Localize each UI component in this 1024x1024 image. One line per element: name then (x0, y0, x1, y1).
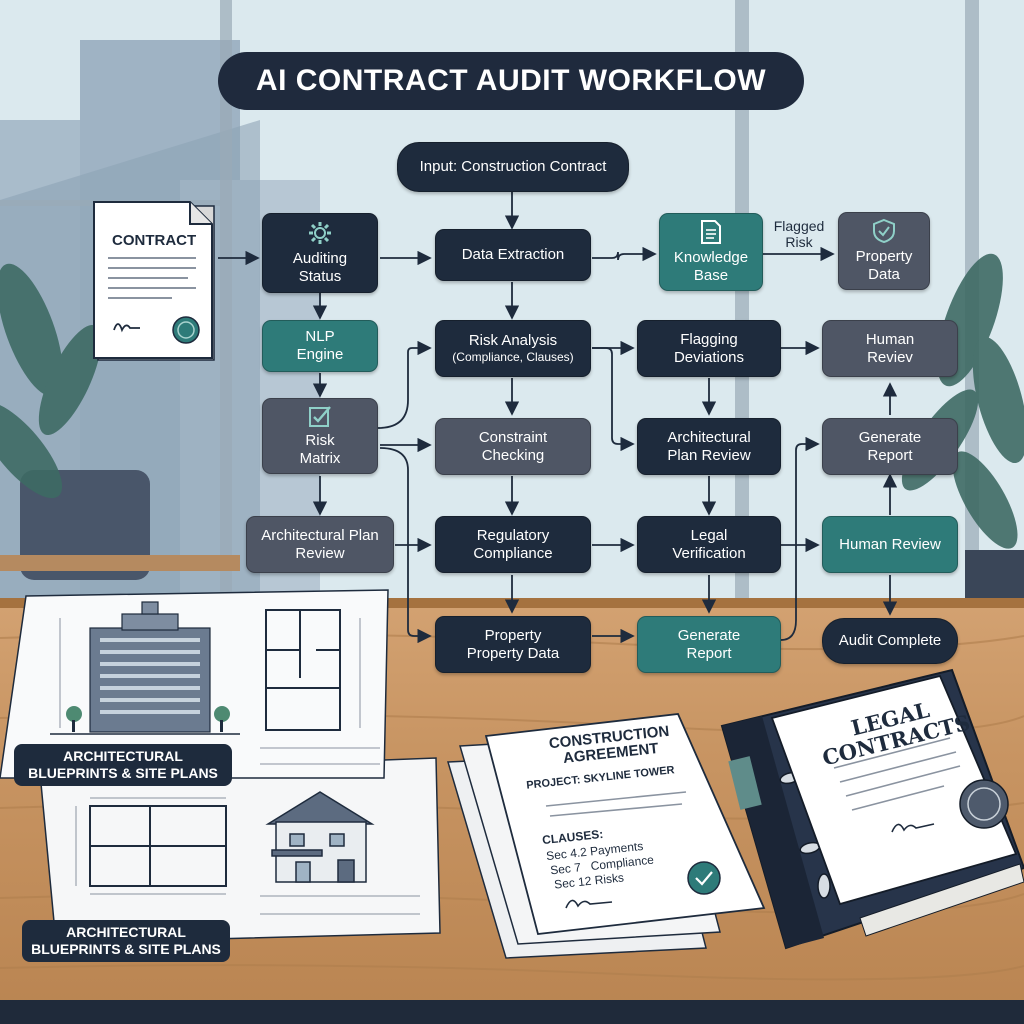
node-flagging-deviations[interactable]: Flagging Deviations (637, 320, 781, 377)
node-flagging-deviations-label: Flagging Deviations (654, 331, 764, 367)
node-legal-verification[interactable]: Legal Verification (637, 516, 781, 573)
node-risk-analysis[interactable]: Risk Analysis (Compliance, Clauses) (435, 320, 591, 377)
node-nlp-engine[interactable]: NLP Engine (262, 320, 378, 372)
node-knowledge-base-label: Knowledge Base (669, 249, 753, 285)
node-risk-matrix[interactable]: Risk Matrix (262, 398, 378, 474)
checkbox-icon (308, 404, 332, 428)
node-audit-complete[interactable]: Audit Complete (822, 618, 958, 664)
node-arch-plan-review-left[interactable]: Architectural Plan Review (246, 516, 394, 573)
node-input-contract-label: Input: Construction Contract (420, 158, 607, 176)
node-input-contract[interactable]: Input: Construction Contract (397, 142, 629, 192)
edge-risk-arch (592, 348, 633, 444)
node-auditing-status-label: Auditing Status (275, 250, 365, 286)
contract-document-illustration (92, 200, 218, 364)
node-legal-verification-label: Legal Verification (659, 527, 759, 563)
node-risk-analysis-label: Risk Analysis (469, 332, 557, 350)
node-regulatory-compliance[interactable]: Regulatory Compliance (435, 516, 591, 573)
node-constraint-checking-label: Constraint Checking (458, 429, 568, 465)
node-auditing-status[interactable]: Auditing Status (262, 213, 378, 293)
document-icon (700, 219, 722, 245)
node-knowledge-base[interactable]: Knowledge Base (659, 213, 763, 291)
node-human-review-top[interactable]: Human Reviev (822, 320, 958, 377)
node-constraint-checking[interactable]: Constraint Checking (435, 418, 591, 475)
edge-label-flagged-risk: Flagged Risk (768, 218, 830, 250)
contract-doc-label: CONTRACT (112, 232, 196, 249)
node-arch-plan-review-left-label: Architectural Plan Review (257, 527, 383, 563)
blueprint-caption-2: ARCHITECTURAL BLUEPRINTS & SITE PLANS (22, 920, 230, 962)
edge-matrix-risk (378, 348, 430, 428)
node-generate-report-right[interactable]: Generate Report (822, 418, 958, 475)
node-human-review-top-label: Human Reviev (855, 331, 925, 367)
node-property-data-top[interactable]: Property Data (838, 212, 930, 290)
node-risk-matrix-label: Risk Matrix (290, 432, 350, 468)
edge-generate-generate (781, 444, 818, 640)
node-human-review-bottom[interactable]: Human Review (822, 516, 958, 573)
edge-extraction-knowledge (592, 252, 655, 260)
node-data-extraction-label: Data Extraction (462, 246, 565, 264)
node-property-property-data-label: Property Property Data (458, 627, 568, 663)
node-arch-plan-review-mid-label: Architectural Plan Review (654, 429, 764, 465)
node-generate-report-bottom[interactable]: Generate Report (637, 616, 781, 673)
node-data-extraction[interactable]: Data Extraction (435, 229, 591, 281)
shield-check-icon (872, 218, 896, 244)
blueprint-caption-1: ARCHITECTURAL BLUEPRINTS & SITE PLANS (14, 744, 232, 786)
node-nlp-engine-label: NLP Engine (290, 328, 350, 364)
node-property-property-data[interactable]: Property Property Data (435, 616, 591, 673)
node-human-review-bottom-label: Human Review (839, 536, 941, 554)
node-risk-analysis-sublabel: (Compliance, Clauses) (452, 350, 573, 365)
gear-icon (307, 220, 333, 246)
node-property-data-top-label: Property Data (847, 248, 921, 284)
node-arch-plan-review-mid[interactable]: Architectural Plan Review (637, 418, 781, 475)
node-generate-report-bottom-label: Generate Report (669, 627, 749, 663)
node-regulatory-compliance-label: Regulatory Compliance (458, 527, 568, 563)
node-audit-complete-label: Audit Complete (839, 632, 942, 650)
node-generate-report-right-label: Generate Report (850, 429, 930, 465)
